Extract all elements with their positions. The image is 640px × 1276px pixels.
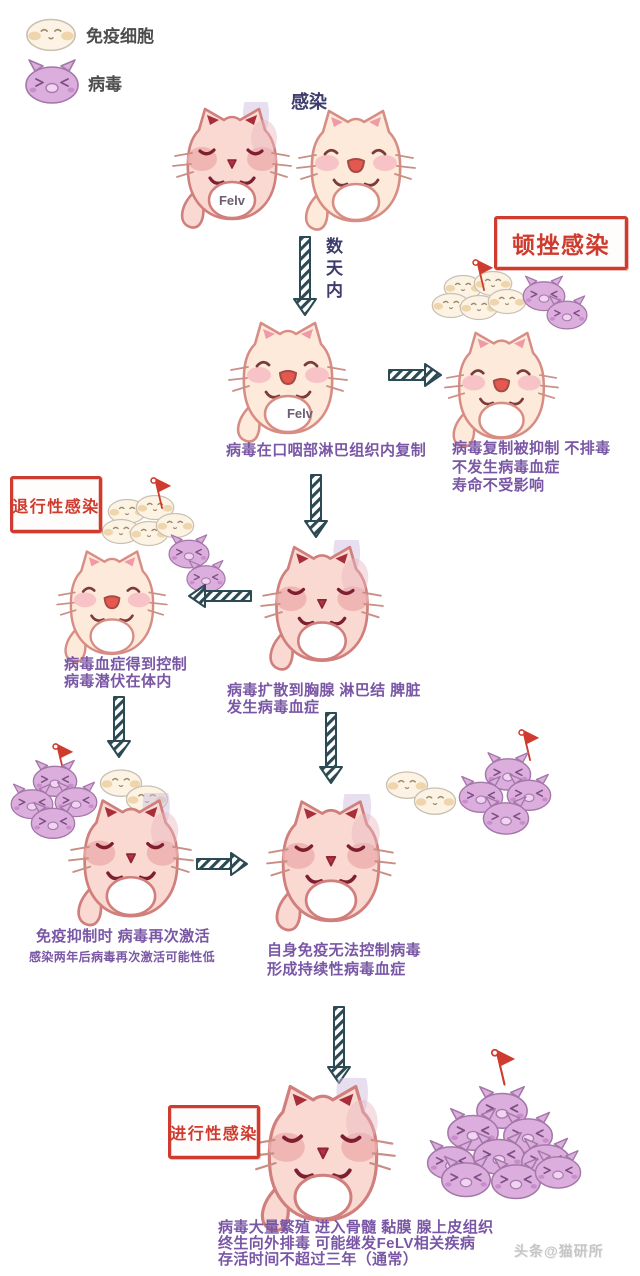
legend-immune-cell-label: 免疫细胞 [86, 27, 154, 46]
persistent-viremia-cat [266, 794, 396, 935]
virus-spread-line: 发生病毒血症 [227, 699, 320, 716]
infection-title: 感染 [291, 92, 327, 112]
abortive-infection-box: 顿挫感染 [494, 216, 628, 270]
abortive-outcome-line: 病毒复制被抑制 不排毒 [452, 440, 611, 457]
reactivation-note-text: 感染两年后病毒再次激活可能性低 [29, 950, 216, 964]
immune-cell-icon [412, 782, 458, 817]
arrow-right-abortive [388, 363, 442, 387]
arrow-down-days [293, 236, 317, 316]
victory-flag-icon [468, 256, 494, 292]
abortive-outcome-text: 病毒复制被抑制 不排毒 不发生病毒血症 寿命不受影响 [452, 440, 611, 496]
reactivation-main-text: 免疫抑制时 病毒再次激活 [36, 928, 210, 945]
reactivated-cat [68, 793, 194, 930]
viremia-stage-cat [260, 540, 384, 674]
viremia-controlled-text: 病毒血症得到控制 病毒潜伏在体内 [64, 656, 187, 690]
regressive-outcome-cat [56, 545, 168, 666]
watermark: 头条@猫研所 [514, 1243, 604, 1259]
abortive-outcome-line: 不发生病毒血症 [452, 458, 560, 476]
progressive-outcome-line: 终生向外排毒 可能继发FeLV相关疾病 [218, 1235, 476, 1252]
virus-icon [544, 294, 590, 330]
legend-immune-cell-icon [24, 12, 78, 54]
virus-spread-line: 病毒扩散到胸腺 淋巴结 脾脏 [227, 682, 421, 699]
progressive-infection-box: 进行性感染 [168, 1105, 260, 1159]
arrow-down-progressive [327, 1006, 351, 1084]
sick-source-cat [172, 102, 292, 232]
arrow-down-spread [304, 474, 328, 538]
oropharyngeal-stage-cat [228, 316, 348, 446]
virus-flag-icon [486, 1042, 516, 1090]
victory-flag-icon [146, 474, 172, 510]
abortive-outcome-line: 寿命不受影响 [452, 477, 545, 494]
persistent-viremia-line: 形成持续性病毒血症 [267, 961, 406, 978]
progressive-outcome-text: 病毒大量繁殖 进入骨髓 黏膜 腺上皮组织 终生向外排毒 可能继发FeLV相关疾病… [218, 1220, 494, 1268]
abortive-outcome-cat [444, 326, 559, 451]
viremia-controlled-line: 病毒潜伏在体内 [64, 673, 172, 690]
virus-spread-text: 病毒扩散到胸腺 淋巴结 脾脏 发生病毒血症 [227, 682, 421, 716]
virus-icon [532, 1148, 584, 1190]
felv-belly-label: Felv [286, 406, 313, 421]
regressive-infection-box: 退行性感染 [10, 476, 102, 533]
persistent-viremia-line: 自身免疫无法控制病毒 [267, 942, 422, 959]
arrow-right-reactivation [196, 852, 248, 876]
persistent-viremia-text: 自身免疫无法控制病毒 形成持续性病毒血症 [267, 941, 421, 979]
stage1-caption: 病毒在口咽部淋巴组织内复制 [226, 442, 427, 459]
legend-virus-icon [22, 58, 82, 104]
virus-icon [480, 794, 532, 836]
felv-belly-label: Felv [218, 193, 245, 208]
arrow-down-persistent [319, 712, 343, 784]
progressive-outcome-line: 存活时间不超过三年（通常） [218, 1251, 419, 1268]
within-days-label: 数天内 [323, 237, 342, 303]
progressive-stage-cat [250, 1078, 396, 1236]
virus-icon [438, 1154, 494, 1198]
legend-virus-label: 病毒 [88, 75, 122, 94]
healthy-contact-cat [296, 104, 416, 234]
arrow-left-regressive [188, 584, 252, 608]
viremia-controlled-line: 病毒血症得到控制 [64, 656, 188, 673]
progressive-outcome-line: 病毒大量繁殖 进入骨髓 黏膜 腺上皮组织 [218, 1219, 494, 1236]
arrow-down-latent [107, 696, 131, 758]
